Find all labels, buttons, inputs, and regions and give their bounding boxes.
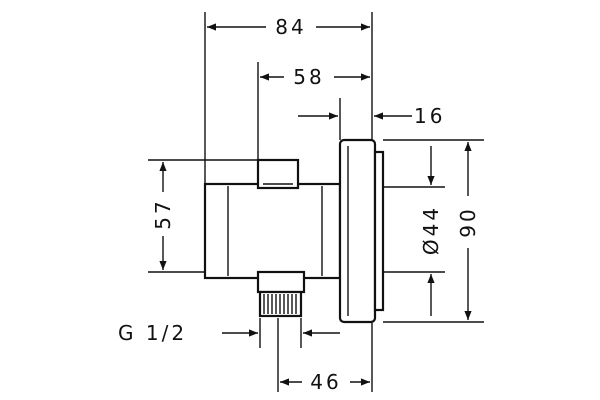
- dim-label-flange-height: 90: [456, 206, 480, 237]
- dimension-labels: 84 58 16 57 90 Ø44 G 1/2 46: [118, 15, 480, 394]
- dim-label-flange-depth: 16: [414, 104, 445, 128]
- outlet-nut: [256, 270, 306, 294]
- dim-label-body-height: 57: [151, 198, 175, 229]
- wall-flange: [338, 138, 377, 324]
- dim-label-body-width: 58: [293, 65, 324, 89]
- dim-label-overall-width: 84: [275, 15, 306, 39]
- dim-label-outlet-offset: 46: [310, 370, 341, 394]
- thread-lines: [263, 294, 297, 314]
- extension-lines: [148, 12, 484, 392]
- dim-label-flange-diameter: Ø44: [419, 205, 443, 255]
- dim-label-thread: G 1/2: [118, 321, 187, 345]
- part-outline: [203, 138, 385, 324]
- main-body: [203, 182, 342, 280]
- flange-step: [373, 150, 385, 312]
- dimension-lines: [159, 23, 472, 386]
